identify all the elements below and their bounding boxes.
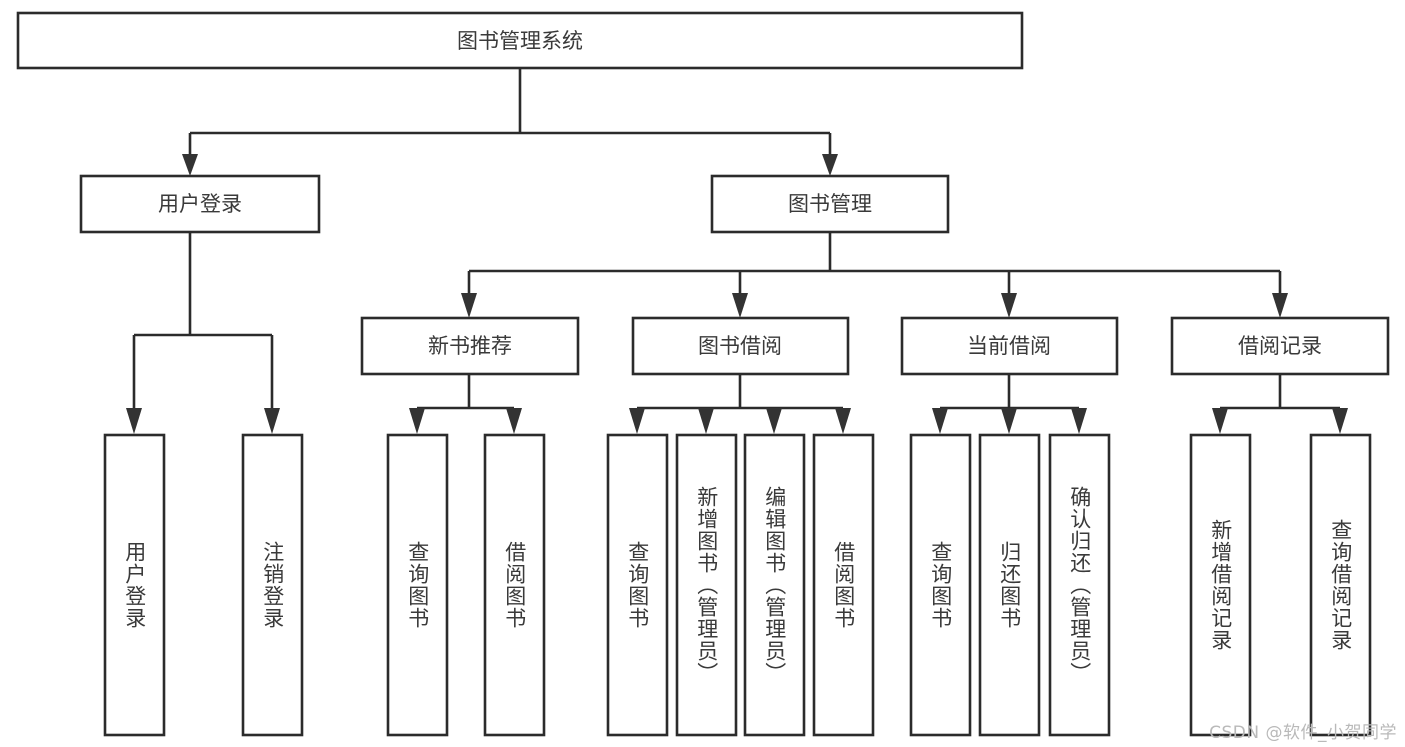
node-borrow-record-label: 借阅记录: [1238, 334, 1322, 358]
arrow-head-leaf-query-record: [1332, 408, 1348, 434]
node-root-label: 图书管理系统: [457, 29, 583, 53]
leaf-box-query-book-2[interactable]: [606, 433, 669, 737]
node-book-manage-label: 图书管理: [788, 192, 872, 216]
arrow-head-borrow-record: [1272, 293, 1288, 318]
leaf-box-add-record[interactable]: [1189, 433, 1252, 737]
arrow-head-leaf-borrow-book-1: [506, 408, 522, 434]
node-user-login-box[interactable]: [79, 174, 321, 234]
leaf-box-query-book-1[interactable]: [386, 433, 449, 737]
node-root-box[interactable]: [16, 11, 1024, 70]
leaf-box-edit-book[interactable]: [743, 433, 806, 737]
node-new-book-recommend-label: 新书推荐: [428, 334, 512, 358]
leaf-box-layer: [103, 433, 1372, 737]
leaf-box-user-logout[interactable]: [241, 433, 304, 737]
arrow-head-leaf-confirm-return: [1071, 408, 1087, 434]
leaf-box-return-book[interactable]: [978, 433, 1041, 737]
node-new-book-recommend[interactable]: 新书推荐: [360, 316, 580, 376]
leaf-box-user-login[interactable]: [103, 433, 166, 737]
arrow-head-leaf-query-book-2: [629, 408, 645, 434]
node-book-manage[interactable]: 图书管理: [710, 174, 950, 234]
arrow-head-leaf-add-book: [698, 408, 714, 434]
connector-layer: [126, 68, 1348, 434]
leaf-box-query-book-3[interactable]: [909, 433, 972, 737]
node-book-borrow-label: 图书借阅: [698, 334, 782, 358]
arrow-head-user-login: [182, 154, 198, 176]
arrow-head-new-book-recommend: [461, 293, 477, 318]
node-book-borrow[interactable]: 图书借阅: [631, 316, 850, 376]
node-borrow-record[interactable]: 借阅记录: [1170, 316, 1390, 376]
leaf-box-query-record[interactable]: [1309, 433, 1372, 737]
node-current-borrow-box[interactable]: [900, 316, 1119, 376]
arrow-head-leaf-add-record: [1212, 408, 1228, 434]
arrow-head-book-manage: [822, 154, 838, 176]
leaf-box-borrow-book-1[interactable]: [483, 433, 546, 737]
leaf-box-confirm-return[interactable]: [1048, 433, 1111, 737]
node-user-login[interactable]: 用户登录: [79, 174, 321, 234]
node-borrow-record-box[interactable]: [1170, 316, 1390, 376]
arrow-head-leaf-return-book: [1001, 408, 1017, 434]
node-current-borrow[interactable]: 当前借阅: [900, 316, 1119, 376]
arrow-head-current-borrow: [1001, 293, 1017, 318]
arrow-head-leaf-borrow-book-2: [835, 408, 851, 434]
node-book-manage-box[interactable]: [710, 174, 950, 234]
arrow-head-leaf-user-login: [126, 408, 142, 434]
leaf-box-borrow-book-2[interactable]: [812, 433, 875, 737]
arrow-head-leaf-query-book-3: [932, 408, 948, 434]
arrow-head-leaf-user-logout: [264, 408, 280, 434]
arrow-head-leaf-edit-book: [766, 408, 782, 434]
node-book-borrow-box[interactable]: [631, 316, 850, 376]
node-current-borrow-label: 当前借阅: [967, 334, 1051, 358]
node-user-login-label: 用户登录: [158, 192, 242, 216]
arrow-head-book-borrow: [732, 293, 748, 318]
node-new-book-recommend-box[interactable]: [360, 316, 580, 376]
arrow-head-leaf-query-book-1: [409, 408, 425, 434]
leaf-box-add-book[interactable]: [675, 433, 738, 737]
watermark-text: CSDN @软件_小贺同学: [1209, 723, 1397, 743]
node-root[interactable]: 图书管理系统: [16, 11, 1024, 70]
